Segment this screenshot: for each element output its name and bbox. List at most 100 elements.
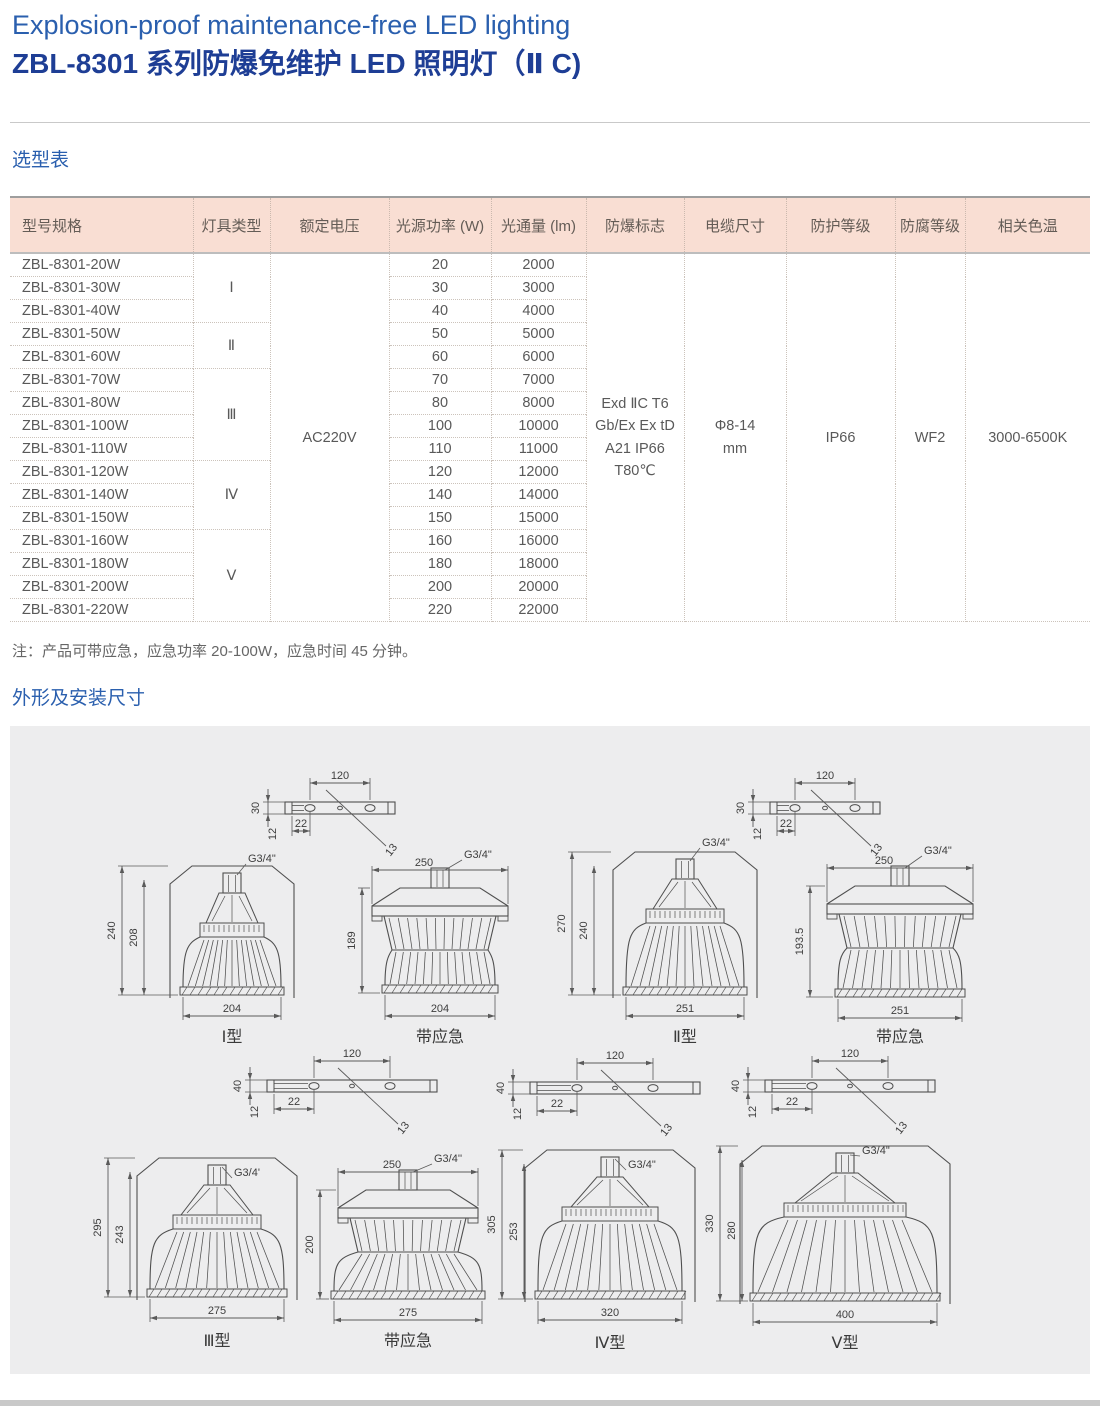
- dimension-label: 320: [601, 1307, 619, 1319]
- cell-model: ZBL-8301-140W: [10, 483, 194, 508]
- dimension-label: 275: [399, 1307, 417, 1319]
- table-header-row: 型号规格 灯具类型 额定电压 光源功率 (W) 光通量 (lm) 防爆标志 电缆…: [10, 197, 1090, 255]
- cell-power: 30: [388, 276, 492, 301]
- col-header-rated-voltage: 额定电压: [269, 197, 389, 255]
- cell-model: ZBL-8301-40W: [10, 299, 194, 324]
- cell-model: ZBL-8301-160W: [10, 529, 194, 554]
- cell-lumen: 20000: [490, 575, 587, 600]
- lamp-type-label: Ⅴ型: [832, 1334, 859, 1352]
- cell-rated-voltage: AC220V: [269, 252, 390, 623]
- title-english: Explosion-proof maintenance-free LED lig…: [12, 10, 571, 40]
- col-header-luminous-flux: 光通量 (lm): [490, 197, 586, 255]
- cell-lumen: 10000: [490, 414, 587, 439]
- cell-model: ZBL-8301-30W: [10, 276, 194, 301]
- dimension-label: G3/4": [702, 837, 730, 849]
- dimension-label: G3/4': [234, 1167, 260, 1179]
- col-header-model: 型号规格: [10, 197, 193, 255]
- cell-lumen: 3000: [490, 276, 587, 301]
- dimension-label: 208: [128, 929, 140, 947]
- section-title-dimensions: 外形及安装尺寸: [12, 688, 146, 710]
- dimension-label: 275: [208, 1305, 226, 1317]
- dimension-label: 120: [606, 1050, 624, 1062]
- dimension-label: 120: [841, 1048, 859, 1060]
- dimension-label: 193.5: [794, 928, 806, 956]
- dimension-label: 250: [415, 857, 433, 869]
- col-header-anticorrosion: 防腐等级: [894, 197, 965, 255]
- cell-power: 110: [388, 437, 492, 462]
- dimension-label: G3/4": [248, 853, 276, 865]
- lamp-emergency-label: 带应急: [384, 1331, 432, 1350]
- dimension-label: 13: [383, 842, 400, 859]
- cell-model: ZBL-8301-70W: [10, 368, 194, 393]
- dimension-label: G3/4": [862, 1145, 890, 1157]
- dimension-label: 13: [893, 1120, 910, 1137]
- dimension-label: G3/4": [464, 849, 492, 861]
- dimension-label: 204: [223, 1003, 241, 1015]
- cell-power: 180: [388, 552, 492, 577]
- dimension-label: 120: [331, 770, 349, 782]
- col-header-protection: 防护等级: [785, 197, 895, 255]
- cell-power: 40: [388, 299, 492, 324]
- cell-power: 140: [388, 483, 492, 508]
- dimension-label: 200: [304, 1236, 316, 1254]
- cell-lumen: 5000: [490, 322, 587, 347]
- cell-model: ZBL-8301-100W: [10, 414, 194, 439]
- dimension-label: 12: [267, 828, 279, 840]
- cell-lamp-type: Ⅱ: [192, 322, 271, 370]
- dimension-label: 253: [508, 1223, 520, 1241]
- dimension-label: 251: [891, 1005, 909, 1017]
- cell-power: 100: [388, 414, 492, 439]
- cell-lamp-type: Ⅴ: [192, 529, 271, 623]
- dimension-label: G3/4": [628, 1159, 656, 1171]
- cell-ex-mark: Exd ⅡC T6 Gb/Ex Ex tD A21 IP66 T80℃: [585, 252, 685, 623]
- bottom-page-bar: [0, 1400, 1100, 1407]
- dimension-label: 250: [383, 1159, 401, 1171]
- dimension-label: 204: [431, 1003, 449, 1015]
- lamp-type-label: Ⅳ型: [595, 1334, 626, 1352]
- cell-lumen: 12000: [490, 460, 587, 485]
- dimension-label: 120: [816, 770, 834, 782]
- dimension-label: 280: [726, 1222, 738, 1240]
- dimension-label: 13: [868, 842, 885, 859]
- cell-power: 150: [388, 506, 492, 531]
- cell-model: ZBL-8301-80W: [10, 391, 194, 416]
- cell-lumen: 4000: [490, 299, 587, 324]
- dimension-label: 400: [836, 1309, 854, 1321]
- dimension-label: 40: [232, 1080, 244, 1092]
- cell-power: 120: [388, 460, 492, 485]
- selection-table: 型号规格 灯具类型 额定电压 光源功率 (W) 光通量 (lm) 防爆标志 电缆…: [10, 196, 1090, 623]
- cell-power: 160: [388, 529, 492, 554]
- dimension-label: 12: [752, 828, 764, 840]
- cell-power: 70: [388, 368, 492, 393]
- cell-power: 80: [388, 391, 492, 416]
- table-note: 注：产品可带应急，应急功率 20-100W，应急时间 45 分钟。: [12, 643, 418, 661]
- cell-lumen: 2000: [490, 252, 587, 278]
- lamp-type-label: Ⅱ型: [673, 1028, 697, 1046]
- dimension-label: 13: [395, 1120, 412, 1137]
- cell-lumen: 6000: [490, 345, 587, 370]
- cell-power: 20: [388, 252, 492, 278]
- dimension-label: 12: [512, 1108, 524, 1120]
- dimension-label: 270: [556, 915, 568, 933]
- cell-lumen: 11000: [490, 437, 587, 462]
- dimension-label: 30: [250, 802, 262, 814]
- cell-lumen: 8000: [490, 391, 587, 416]
- dimension-label: 30: [735, 802, 747, 814]
- cell-cable-size: Φ8-14 mm: [683, 252, 787, 623]
- cell-model: ZBL-8301-180W: [10, 552, 194, 577]
- cell-model: ZBL-8301-60W: [10, 345, 194, 370]
- dimension-label: 12: [747, 1106, 759, 1118]
- cell-protection: IP66: [785, 252, 896, 623]
- dimension-label: 40: [495, 1082, 507, 1094]
